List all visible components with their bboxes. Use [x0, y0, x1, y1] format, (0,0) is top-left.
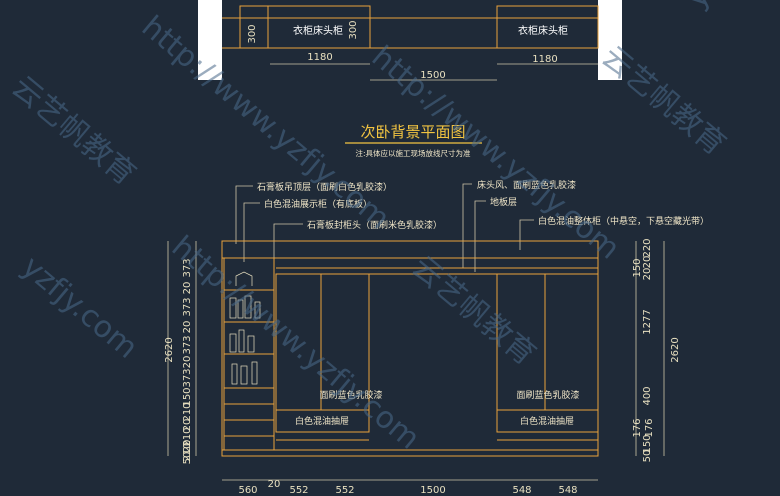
dimension-lines	[167, 241, 665, 481]
annotation-headboard: 床头风、面刷蓝色乳胶漆	[477, 179, 576, 191]
dim-300-right: 300	[348, 20, 359, 39]
display-books-6	[238, 329, 245, 353]
dim-left-seg-5: 20	[182, 356, 193, 369]
display-base-cabinet	[223, 387, 275, 451]
display-items	[229, 271, 261, 385]
label-drawer-right: 白色混油抽屉	[520, 415, 574, 427]
dim-1500-top: 1500	[420, 70, 445, 81]
label-blue-paint-left: 面刷蓝色乳胶漆	[319, 389, 382, 401]
dim-right-seg-9: 50	[642, 450, 653, 463]
leader-floor-layer	[474, 200, 486, 272]
wall-block-right	[598, 0, 622, 80]
leader-headboard	[462, 183, 472, 268]
annotation-gypsum-ceiling: 石膏板吊顶层（面刷白色乳胶漆）	[257, 181, 392, 193]
leader-white-cabinet	[519, 219, 534, 250]
display-books-5	[229, 333, 237, 353]
label-blue-paint-right: 面刷蓝色乳胶漆	[516, 389, 579, 401]
display-books-1	[229, 297, 237, 319]
annotation-white-display: 白色混油展示柜（有底板）	[264, 198, 372, 210]
dim-bottom-seg-0: 560	[238, 485, 257, 496]
display-books-7	[247, 335, 255, 353]
dim-left-seg-8: 210	[182, 402, 193, 421]
dim-bottom-segments: 560 20 552 552 1500 548 548	[238, 479, 577, 496]
dim-right-seg-6: 176	[632, 418, 643, 437]
dim-left-seg-13: 50	[182, 452, 193, 465]
dim-right-seg-0: 220	[642, 238, 653, 257]
dim-left-seg-10: 210	[182, 427, 193, 446]
display-vase-icon	[235, 271, 253, 286]
dim-right-seg-1: 20	[642, 256, 653, 269]
cabinet-left-outline	[239, 5, 371, 49]
dim-right-seg-4: 1277	[642, 309, 653, 334]
dim-right-total: 2620	[670, 337, 681, 362]
dim-left-total: 2620	[164, 337, 175, 362]
display-books-8	[231, 363, 238, 385]
annotation-white-cabinet: 白色混油整体柜（中悬空，下悬空藏光带）	[538, 215, 709, 227]
dim-right-seg-5: 400	[642, 386, 653, 405]
dim-left-seg-6: 373	[182, 368, 193, 387]
dim-bottom-seg-3: 552	[335, 485, 354, 496]
display-books-4	[254, 301, 261, 319]
title-block: 次卧背景平面图 注:具体应以施工现场放线尺寸为准	[345, 123, 482, 158]
dim-right-seg-8: 150	[642, 434, 653, 453]
drawer-right	[496, 409, 599, 433]
dim-300-left: 300	[247, 24, 258, 43]
cabinet-right-outline	[496, 5, 599, 49]
elevation-outline	[221, 240, 599, 457]
display-books-2	[237, 299, 244, 319]
dim-left-seg-2: 373	[182, 297, 193, 316]
dim-left-seg-1: 20	[182, 282, 193, 295]
dim-left-seg-7: 150	[182, 387, 193, 406]
dim-left-seg-3: 20	[182, 321, 193, 334]
annotation-floor-layer: 地板层	[490, 196, 517, 208]
dim-left-seg-0: 373	[182, 258, 193, 277]
dim-right-seg-2: 150	[632, 258, 643, 277]
dim-left-seg-11: 20	[182, 440, 193, 453]
dim-1180-left: 1180	[307, 52, 332, 63]
label-drawer-left: 白色混油抽屉	[295, 415, 349, 427]
drawing-title: 次卧背景平面图	[360, 123, 465, 141]
dim-bottom-seg-1: 20	[268, 479, 281, 490]
drawing-note: 注:具体应以施工现场放线尺寸为准	[355, 148, 471, 158]
wall-block-left	[198, 0, 222, 80]
dim-left-seg-4: 373	[182, 335, 193, 354]
dim-bottom-seg-4: 1500	[420, 485, 445, 496]
wardrobe-door-right-2	[544, 273, 599, 411]
leader-gypsum-seal	[273, 223, 303, 260]
leader-gypsum-ceiling	[235, 185, 253, 244]
dim-left-seg-12: 210	[182, 442, 193, 461]
annotation-gypsum-seal: 石膏板封柜头（面刷米色乳胶漆）	[307, 219, 442, 231]
watermark-3: 云艺帆教育	[595, 39, 732, 162]
drawer-left	[275, 409, 370, 433]
watermark-7: yzfjy.com	[15, 249, 144, 365]
watermark-1: 云艺帆教育	[5, 69, 142, 192]
display-books-10	[251, 361, 258, 385]
dim-right-seg-7: 176	[644, 418, 655, 437]
dim-1180-right: 1180	[532, 54, 557, 65]
leader-lines	[235, 183, 534, 272]
top-plan-view: 衣柜床头柜 衣柜床头柜 300 300 1180 1180 1500	[198, 0, 622, 81]
cabinet-left-label: 衣柜床头柜	[293, 24, 343, 37]
dim-bottom-seg-2: 552	[289, 485, 308, 496]
leader-white-display	[243, 202, 260, 262]
dim-right-seg-3: 20	[642, 268, 653, 281]
dim-left-seg-9: 20	[182, 419, 193, 432]
dim-bottom-seg-6: 548	[558, 485, 577, 496]
cabinet-right-label: 衣柜床头柜	[518, 24, 568, 37]
dim-bottom-seg-5: 548	[512, 485, 531, 496]
watermark-8: yzfjy.com	[679, 0, 780, 15]
display-books-9	[240, 365, 248, 385]
annotations: 石膏板吊顶层（面刷白色乳胶漆） 白色混油展示柜（有底板） 石膏板封柜头（面刷米色…	[257, 179, 709, 231]
display-books-3	[244, 295, 252, 319]
